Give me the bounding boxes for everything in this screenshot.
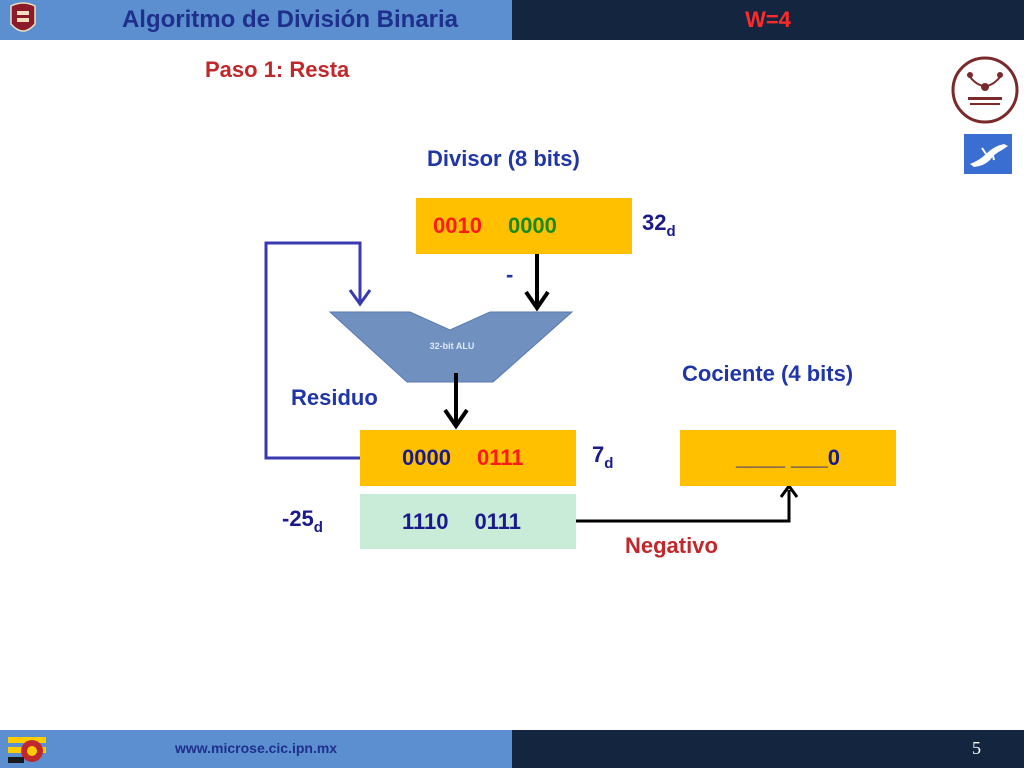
result-decimal: -25d <box>282 506 323 536</box>
footer-url[interactable]: www.microse.cic.ipn.mx <box>175 740 338 756</box>
cociente-label: Cociente (4 bits) <box>682 361 854 386</box>
residuo-label: Residuo <box>291 385 378 410</box>
cociente-register: ____ ___0 <box>680 430 896 486</box>
residuo-high-nibble: 0000 <box>402 445 451 470</box>
lizard-icon <box>964 134 1012 174</box>
divisor-high-nibble: 0010 <box>433 213 482 238</box>
residuo-low-nibble: 0111 <box>476 445 524 470</box>
alu-to-residuo-arrowhead <box>443 408 469 430</box>
residuo-register: 0000 0111 <box>360 430 576 486</box>
feedback-arrowhead <box>348 289 372 307</box>
negativo-label: Negativo <box>625 533 718 558</box>
microse-logo-icon <box>8 735 46 765</box>
divisor-decimal: 32d <box>642 210 676 240</box>
feedback-line <box>264 241 362 460</box>
residuo-decimal-subscript: d <box>604 455 614 472</box>
result-decimal-subscript: d <box>313 519 323 536</box>
footer-right-band <box>512 730 1024 768</box>
header-right-band <box>512 0 1024 40</box>
step-title: Paso 1: Resta <box>205 57 350 82</box>
residuo-decimal: 7d <box>592 442 614 472</box>
page-number: 5 <box>972 738 981 758</box>
footer-left-band <box>0 730 512 768</box>
ipn-logo-icon <box>8 2 38 38</box>
divisor-low-nibble: 0000 <box>507 213 557 238</box>
result-register: 1110 0111 <box>360 494 576 549</box>
cociente-value: ____ ___0 <box>736 445 840 470</box>
header-left-band <box>0 0 512 40</box>
red-de-computacion-logo-icon <box>950 55 1020 125</box>
alu-shape <box>328 311 574 383</box>
alu-label: 32-bit ALU <box>429 341 475 351</box>
negative-to-cociente-arrowhead <box>779 483 799 498</box>
width-label: W=4 <box>745 7 791 32</box>
minus-sign: - <box>506 262 514 287</box>
divisor-register: 0010 0000 <box>416 198 632 254</box>
divisor-to-alu-arrowhead <box>524 290 550 312</box>
divisor-decimal-subscript: d <box>666 223 676 240</box>
negative-to-cociente-line <box>576 490 791 523</box>
divisor-label: Divisor (8 bits) <box>427 146 580 171</box>
result-low-nibble: 0111 <box>474 508 522 534</box>
slide-title: Algoritmo de División Binaria <box>121 6 459 33</box>
result-high-nibble: 1110 <box>402 508 449 534</box>
